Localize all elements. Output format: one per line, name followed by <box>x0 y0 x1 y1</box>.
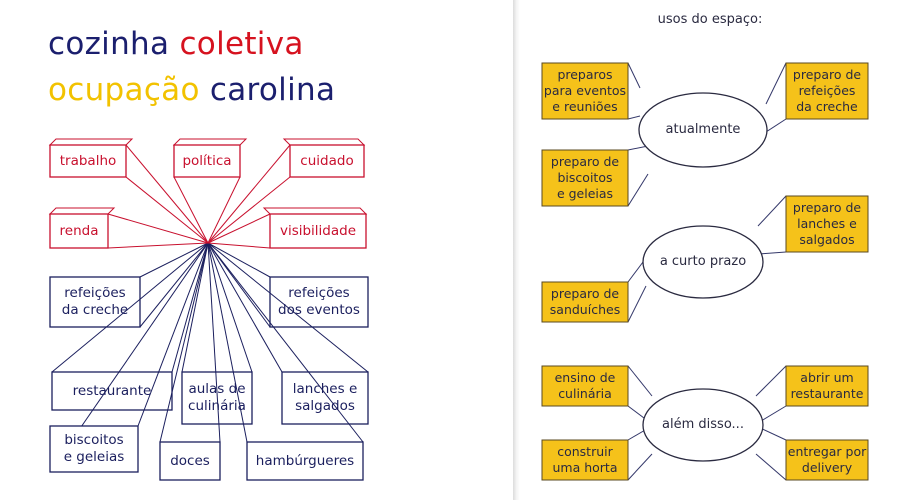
title-word: ocupação <box>48 72 210 108</box>
timeframe-a-curto-prazo: a curto prazo <box>659 254 747 269</box>
connector-line <box>755 453 787 481</box>
use-box <box>541 281 629 323</box>
mind-map-diagram <box>48 138 369 481</box>
connector-line <box>765 118 787 133</box>
connector-line <box>207 242 283 373</box>
connector-line <box>207 213 271 244</box>
concept-box <box>269 213 367 249</box>
connector-line <box>627 145 649 151</box>
uses-diagram <box>541 62 869 481</box>
concept-box <box>281 371 369 425</box>
connector-line <box>139 242 209 278</box>
connector-line <box>51 242 209 373</box>
use-box <box>785 365 869 407</box>
use-box <box>541 62 629 120</box>
connector-line <box>107 242 209 249</box>
connector-line <box>627 115 641 120</box>
connector-line <box>173 176 209 244</box>
connector-line <box>171 242 209 373</box>
use-box <box>785 195 869 253</box>
timeframe-atualmente: atualmente <box>665 122 741 137</box>
connector-line <box>207 242 364 443</box>
left-page: cozinha coletiva ocupação carolina refei… <box>48 26 369 481</box>
concept-renda: renda <box>59 222 99 239</box>
timeframe-ellipse <box>642 225 764 299</box>
connector-line <box>627 62 641 89</box>
concept-box <box>49 213 109 249</box>
connector-line <box>207 242 221 443</box>
concept-box <box>49 425 139 473</box>
concept-box <box>49 144 127 178</box>
connector-line <box>107 213 209 244</box>
connector-line <box>159 242 209 443</box>
title-line-1: cozinha coletiva <box>48 26 304 62</box>
concept-box <box>173 144 241 178</box>
concept-trabalho: trabalho <box>59 152 117 169</box>
connector-line <box>137 242 209 427</box>
connector-line <box>181 242 209 373</box>
connector-line <box>755 365 787 397</box>
connector-line <box>207 176 241 244</box>
connector-line <box>207 176 291 244</box>
connector-line <box>139 242 209 328</box>
connector-line <box>627 285 647 323</box>
concept-doces: doces <box>170 452 210 469</box>
connector-line <box>207 242 271 278</box>
timeframe-ellipse <box>642 388 764 462</box>
concept-box <box>246 441 364 481</box>
concept-restaurante: restaurante <box>72 382 152 399</box>
connector-line <box>125 144 209 244</box>
concept-box <box>269 276 369 328</box>
use-box <box>541 149 629 207</box>
use-box <box>541 365 629 407</box>
timeframe-alem-disso: além disso... <box>662 417 744 432</box>
connector-line <box>765 62 787 105</box>
connector-line <box>627 365 653 397</box>
connector-line <box>627 173 649 207</box>
connector-line <box>627 453 653 481</box>
concept-cuidado: cuidado <box>300 152 354 169</box>
concept-box <box>159 441 221 481</box>
concept-box <box>289 144 365 178</box>
connector-line <box>207 242 271 249</box>
title-line-2: ocupação carolina <box>48 72 335 108</box>
use-box <box>541 439 629 481</box>
concept-box <box>51 371 173 411</box>
timeframe-ellipse <box>638 92 768 168</box>
connector-line <box>125 176 209 244</box>
concept-box <box>49 276 141 328</box>
concept-hamburgueres: hambúrgueres <box>255 452 355 469</box>
use-box <box>785 62 869 120</box>
concept-politica: política <box>182 152 232 169</box>
page-gutter <box>513 0 520 500</box>
connector-line <box>207 242 248 443</box>
concept-visibilidade: visibilidade <box>279 222 357 239</box>
connector-line <box>757 195 787 227</box>
connector-line <box>757 251 787 255</box>
title-word: cozinha <box>48 26 180 62</box>
connector-line <box>207 144 291 244</box>
title-word: coletiva <box>179 26 304 62</box>
uses-subtitle: usos do espaço: <box>657 12 763 27</box>
connector-line <box>207 242 369 373</box>
connector-line <box>207 242 253 373</box>
use-box <box>785 439 869 481</box>
title-word: carolina <box>209 72 336 108</box>
